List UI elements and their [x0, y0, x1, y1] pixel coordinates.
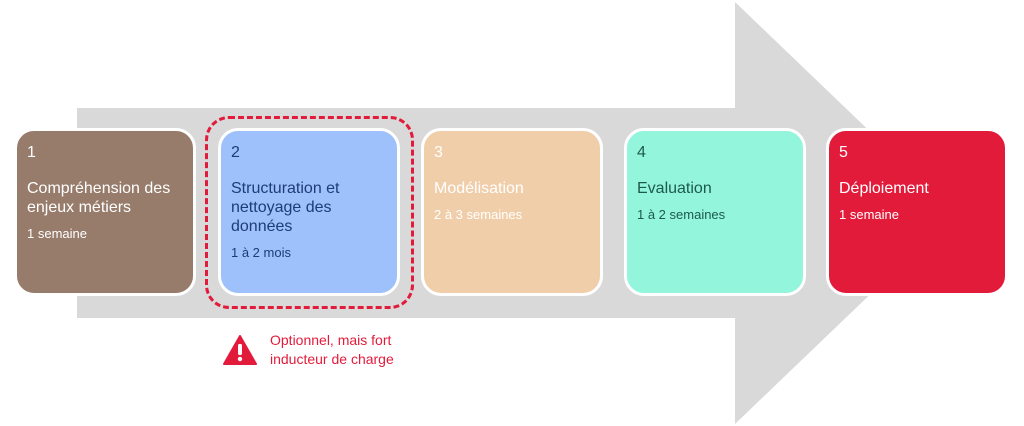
step-duration: 1 semaine — [839, 207, 899, 222]
step-title: Structuration et nettoyage des données — [231, 180, 340, 235]
step-card-2: 2 Structuration et nettoyage des données… — [218, 128, 400, 296]
step-number: 1 — [27, 144, 36, 161]
step-duration: 1 semaine — [27, 226, 87, 241]
step-number: 3 — [434, 144, 443, 161]
step-title: Compréhension des enjeux métiers — [27, 180, 171, 216]
step-duration: 1 à 2 mois — [231, 245, 291, 260]
step-number: 2 — [231, 144, 240, 161]
optional-note: Optionnel, mais fort inducteur de charge — [270, 332, 394, 367]
step-number: 5 — [839, 144, 848, 161]
step-number: 4 — [637, 144, 646, 161]
step-duration: 2 à 3 semaines — [434, 207, 523, 222]
step-title: Modélisation — [434, 180, 524, 197]
step-duration: 1 à 2 semaines — [637, 207, 726, 222]
step-card-4: 4 Evaluation 1 à 2 semaines — [624, 128, 806, 296]
optional-highlight-frame — [205, 116, 414, 309]
step-card-5: 5 Déploiement 1 semaine — [826, 128, 1008, 296]
step-title: Déploiement — [839, 180, 929, 197]
step-card-3: 3 Modélisation 2 à 3 semaines — [421, 128, 603, 296]
step-card-1: 1 Compréhension des enjeux métiers 1 sem… — [14, 128, 196, 296]
step-title: Evaluation — [637, 180, 712, 197]
warning-icon — [223, 335, 257, 365]
